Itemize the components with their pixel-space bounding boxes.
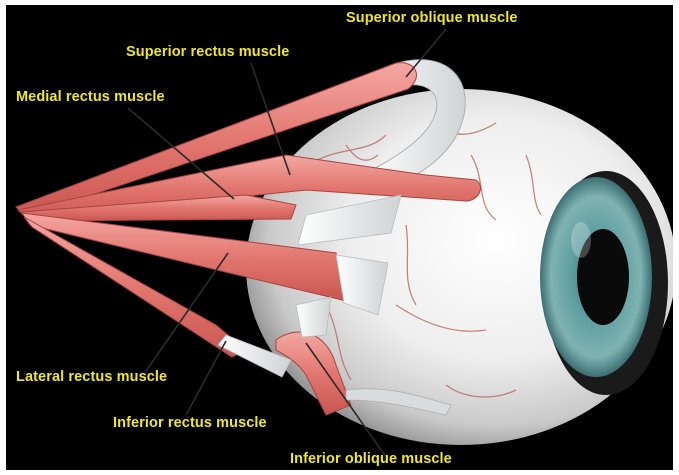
label-lateral-rectus-muscle: Lateral rectus muscle (16, 369, 167, 385)
eye-anatomy-drawing (6, 5, 673, 470)
label-inferior-oblique-muscle: Inferior oblique muscle (290, 451, 452, 467)
leader-lateral-rectus (146, 253, 228, 371)
iris-highlight (571, 222, 591, 258)
label-superior-oblique-muscle: Superior oblique muscle (346, 10, 518, 26)
label-inferior-rectus-muscle: Inferior rectus muscle (113, 415, 267, 431)
eye-muscles-illustration: Superior oblique muscle Superior rectus … (6, 5, 673, 470)
leader-inferior-rectus (186, 341, 226, 415)
label-superior-rectus-muscle: Superior rectus muscle (126, 44, 289, 60)
label-medial-rectus-muscle: Medial rectus muscle (16, 89, 165, 105)
